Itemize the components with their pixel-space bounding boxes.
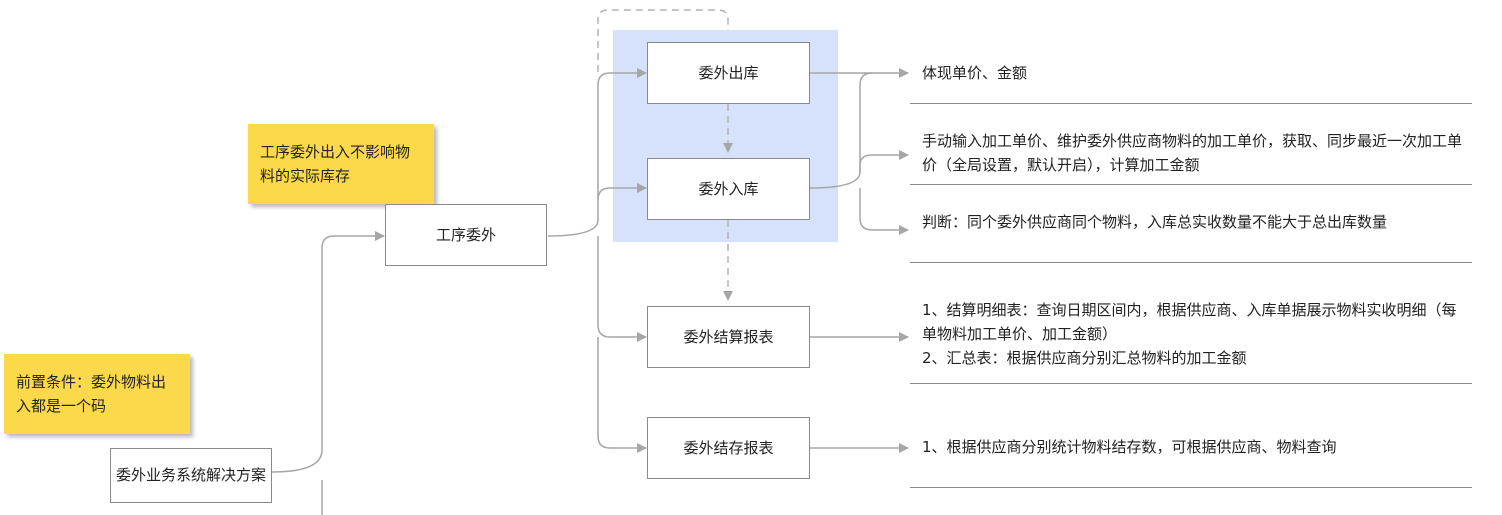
settlement-report-node-label: 委外结算报表 [683, 327, 774, 346]
outbound-price-underline [910, 103, 1472, 104]
inbound-check-text: 判断：同个委外供应商同个物料，入库总实收数量不能大于总出库数量 [922, 213, 1388, 231]
root-node-label: 委外业务系统解决方案 [115, 466, 266, 484]
connector-process-stock [597, 337, 647, 453]
process-node[interactable]: 工序委外 [385, 204, 547, 266]
settlement-detail-line1: 1、结算明细表：查询日期区间内，根据供应商、入库单据展示物料实收明细（每单物料加… [922, 301, 1457, 343]
stock-detail-text: 1、根据供应商分别统计物料结存数，可根据供应商、物料查询 [922, 438, 1337, 456]
outbound-price-detail: 体现单价、金额 [922, 61, 1472, 85]
connector-inbound-check [859, 188, 909, 235]
stock-detail: 1、根据供应商分别统计物料结存数，可根据供应商、物料查询 [922, 435, 1472, 459]
inbound-price-text: 手动输入加工单价、维护委外供应商物料的加工单价，获取、同步最近一次加工单价（全局… [922, 132, 1463, 174]
connector-process-outbound [547, 68, 647, 237]
settlement-report-node[interactable]: 委外结算报表 [647, 306, 810, 368]
stock-detail-underline [910, 487, 1472, 488]
inbound-price-detail: 手动输入加工单价、维护委外供应商物料的加工单价，获取、同步最近一次加工单价（全局… [922, 129, 1462, 177]
process-node-label: 工序委外 [435, 225, 496, 244]
connector-inbound-outbound-link [859, 72, 873, 172]
inbound-check-detail: 判断：同个委外供应商同个物料，入库总实收数量不能大于总出库数量 [922, 210, 1462, 234]
inbound-check-underline [910, 262, 1472, 263]
no-stock-impact-note-text: 工序委外出入不影响物料的实际库存 [260, 143, 411, 185]
settlement-detail: 1、结算明细表：查询日期区间内，根据供应商、入库单据展示物料实收明细（每单物料加… [922, 298, 1467, 370]
connector-process-settlement [597, 236, 647, 342]
stock-report-node-label: 委外结存报表 [683, 438, 774, 457]
connector-root-process [271, 231, 385, 473]
precondition-note-text: 前置条件：委外物料出入都是一个码 [16, 373, 167, 415]
inbound-node[interactable]: 委外入库 [647, 158, 810, 220]
connector-inbound-price [809, 150, 909, 189]
no-stock-impact-note: 工序委外出入不影响物料的实际库存 [248, 124, 434, 204]
stock-report-node[interactable]: 委外结存报表 [647, 417, 810, 479]
outbound-node[interactable]: 委外出库 [647, 42, 810, 104]
dashed-loop-outbound [597, 9, 729, 72]
root-node[interactable]: 委外业务系统解决方案 [110, 448, 272, 503]
connector-process-inbound [597, 183, 647, 201]
settlement-detail-underline [910, 383, 1472, 384]
outbound-price-text: 体现单价、金额 [922, 64, 1028, 82]
inbound-price-underline [910, 184, 1472, 185]
settlement-detail-line2: 2、汇总表：根据供应商分别汇总物料的加工金额 [922, 349, 1247, 367]
outbound-node-label: 委外出库 [698, 63, 759, 82]
precondition-note: 前置条件：委外物料出入都是一个码 [4, 354, 190, 434]
inbound-node-label: 委外入库 [698, 179, 759, 198]
